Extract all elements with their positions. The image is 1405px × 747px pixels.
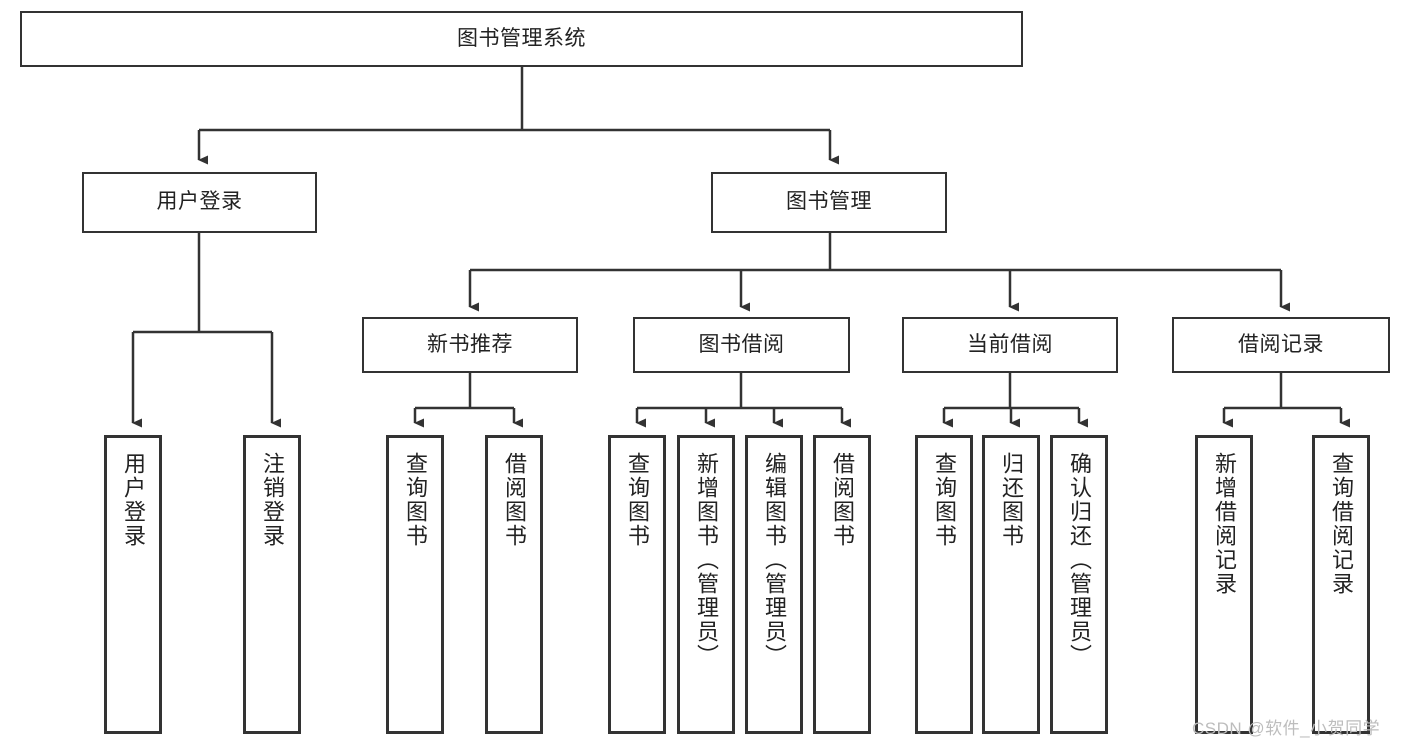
- leaf-label: 确认归还（管理员）: [1066, 452, 1092, 668]
- node-label: 借阅记录: [1238, 332, 1324, 356]
- leaf-label: 注销登录: [259, 452, 285, 548]
- node-book-management[interactable]: 图书管理: [711, 172, 947, 233]
- leaf-label: 用户登录: [120, 452, 146, 548]
- node-current-borrow[interactable]: 当前借阅: [902, 317, 1118, 373]
- leaf-query-book-recommend[interactable]: 查询图书: [386, 435, 444, 734]
- leaf-label: 新增图书（管理员）: [693, 452, 719, 668]
- node-borrow-records[interactable]: 借阅记录: [1172, 317, 1390, 373]
- node-label: 新书推荐: [427, 332, 513, 356]
- csdn-watermark: CSDN @软件_小贺同学: [1192, 719, 1381, 738]
- leaf-query-borrow-record[interactable]: 查询借阅记录: [1312, 435, 1370, 734]
- node-user-login[interactable]: 用户登录: [82, 172, 317, 233]
- leaf-label: 新增借阅记录: [1211, 452, 1237, 596]
- leaf-confirm-return-admin[interactable]: 确认归还（管理员）: [1050, 435, 1108, 734]
- leaf-label: 查询图书: [402, 452, 428, 548]
- node-label: 当前借阅: [967, 332, 1053, 356]
- node-book-borrow[interactable]: 图书借阅: [633, 317, 850, 373]
- leaf-logout[interactable]: 注销登录: [243, 435, 301, 734]
- leaf-query-book-current[interactable]: 查询图书: [915, 435, 973, 734]
- leaf-label: 归还图书: [998, 452, 1024, 548]
- leaf-add-book-admin[interactable]: 新增图书（管理员）: [677, 435, 735, 734]
- leaf-user-login[interactable]: 用户登录: [104, 435, 162, 734]
- leaf-borrow-book-recommend[interactable]: 借阅图书: [485, 435, 543, 734]
- leaf-label: 查询图书: [931, 452, 957, 548]
- leaf-label: 借阅图书: [829, 452, 855, 548]
- node-new-book-recommend[interactable]: 新书推荐: [362, 317, 578, 373]
- leaf-label: 借阅图书: [501, 452, 527, 548]
- node-label: 图书管理系统: [457, 26, 586, 50]
- leaf-label: 编辑图书（管理员）: [761, 452, 787, 668]
- node-label: 用户登录: [156, 190, 243, 214]
- node-label: 图书借阅: [698, 332, 785, 356]
- node-root-book-management-system[interactable]: 图书管理系统: [20, 11, 1023, 67]
- node-label: 图书管理: [786, 190, 872, 214]
- leaf-add-borrow-record[interactable]: 新增借阅记录: [1195, 435, 1253, 734]
- leaf-return-book[interactable]: 归还图书: [982, 435, 1040, 734]
- leaf-label: 查询借阅记录: [1328, 452, 1354, 596]
- leaf-label: 查询图书: [624, 452, 650, 548]
- leaf-borrow-book[interactable]: 借阅图书: [813, 435, 871, 734]
- leaf-edit-book-admin[interactable]: 编辑图书（管理员）: [745, 435, 803, 734]
- leaf-query-book-borrow[interactable]: 查询图书: [608, 435, 666, 734]
